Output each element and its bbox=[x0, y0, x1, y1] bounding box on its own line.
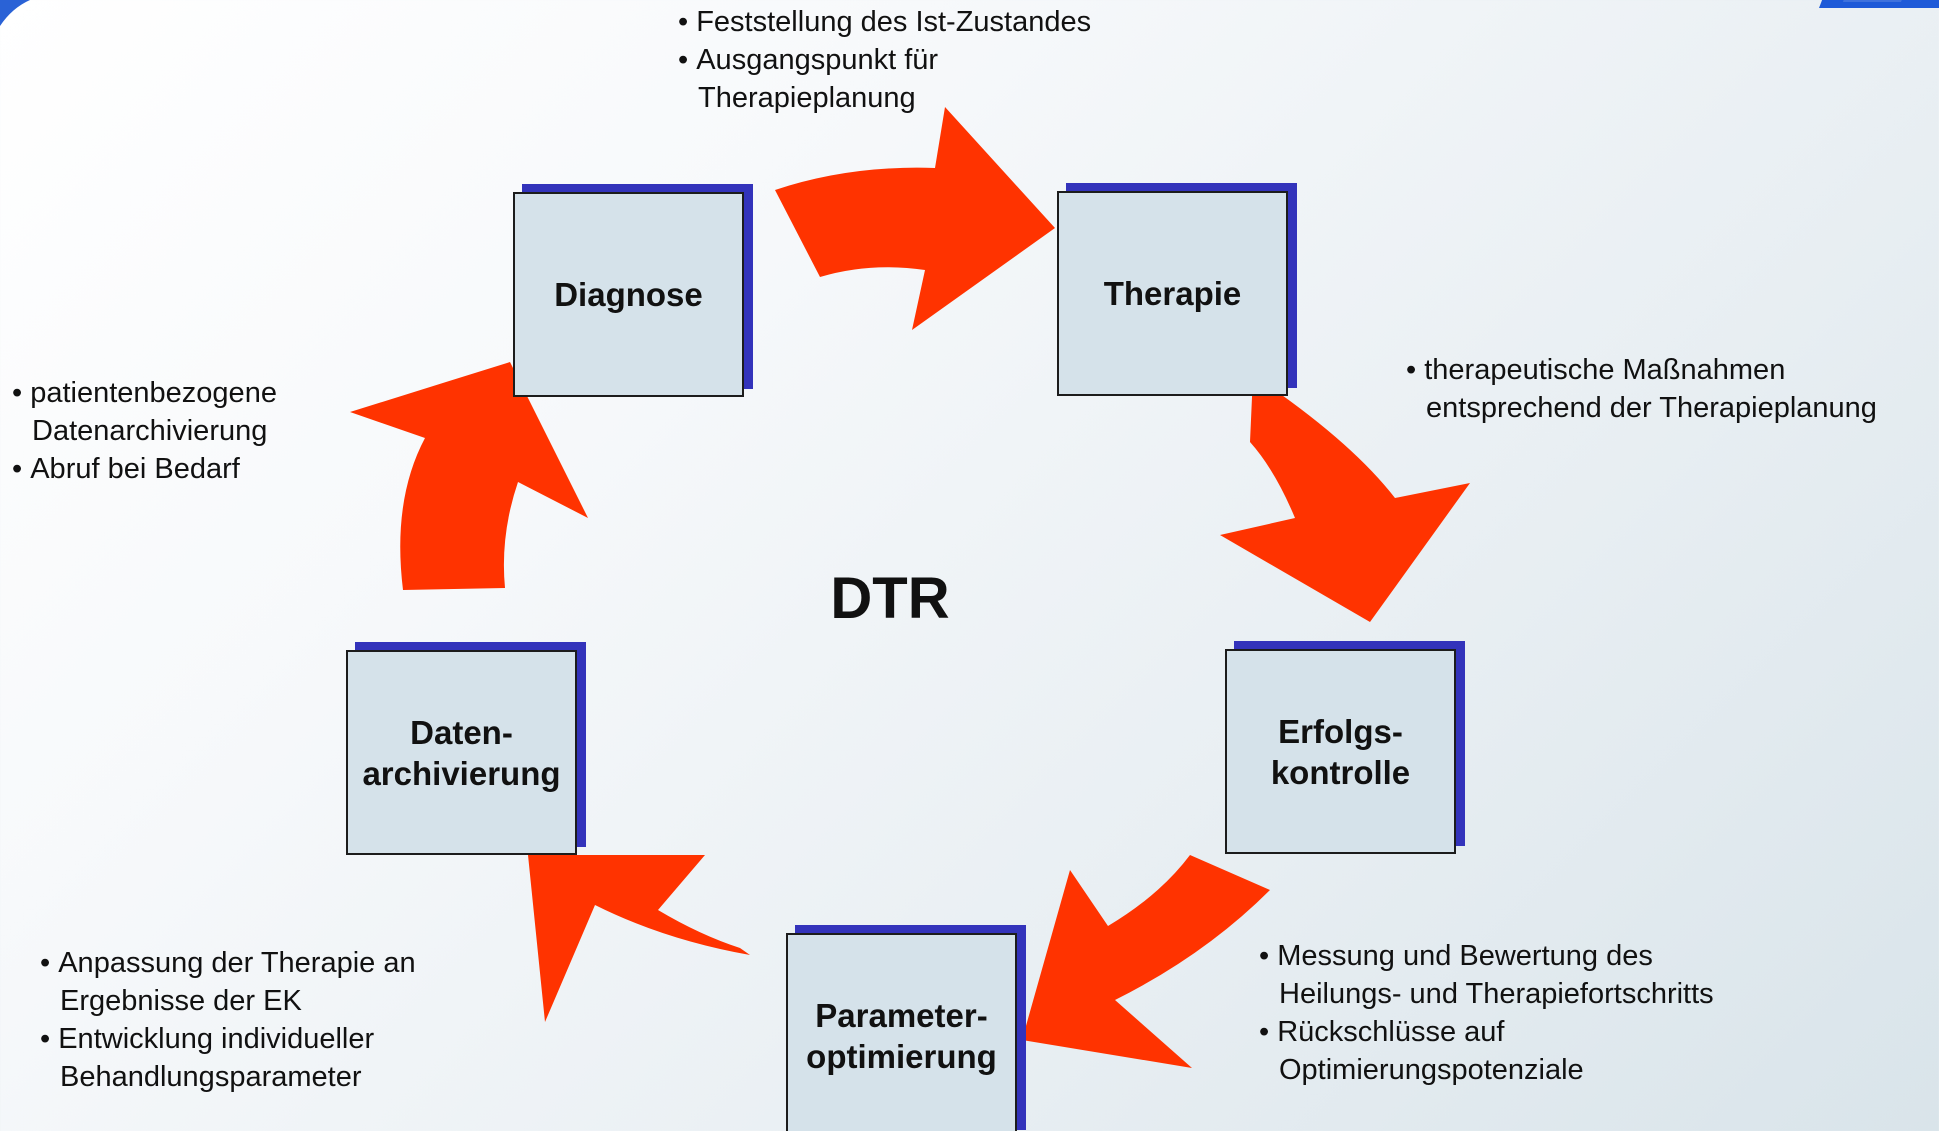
note-parameteroptimierung-to-datenarchivierung: Anpassung der Therapie an Ergebnisse der… bbox=[40, 944, 510, 1096]
logo-fragment-left bbox=[0, 0, 40, 30]
step-box-diagnose: Diagnose bbox=[513, 192, 744, 397]
step-label-therapie: Therapie bbox=[1103, 275, 1242, 312]
center-label: DTR bbox=[830, 566, 950, 631]
step-box-parameteroptimierung: Parameter- optimierung bbox=[786, 933, 1017, 1131]
note-item: Messung und Bewertung des Heilungs- und … bbox=[1259, 937, 1779, 1013]
note-item: Anpassung der Therapie an Ergebnisse der… bbox=[40, 944, 510, 1020]
note-item: patientenbezogene Datenarchivierung bbox=[12, 374, 352, 450]
note-erfolgskontrolle-to-parameteroptimierung: Messung und Bewertung des Heilungs- und … bbox=[1259, 937, 1779, 1089]
step-label-erfolgskontrolle: Erfolgs- kontrolle bbox=[1270, 712, 1411, 791]
step-box-therapie: Therapie bbox=[1057, 191, 1288, 396]
note-item: Ausgangspunkt für Therapieplanung bbox=[678, 41, 1148, 117]
note-therapie-to-erfolgskontrolle: therapeutische Maßnahmen entsprechend de… bbox=[1406, 351, 1936, 427]
step-label-diagnose: Diagnose bbox=[554, 276, 703, 313]
arrow-datenarchivierung-to-diagnose bbox=[350, 362, 588, 590]
note-item: Feststellung des Ist-Zustandes bbox=[678, 3, 1148, 41]
step-label-parameteroptimierung: Parameter- optimierung bbox=[806, 996, 997, 1075]
arrow-therapie-to-erfolgskontrolle bbox=[1220, 375, 1470, 622]
step-box-datenarchivierung: Daten- archivierung bbox=[346, 650, 577, 855]
arrow-diagnose-to-therapie bbox=[775, 107, 1055, 330]
arrow-erfolgskontrolle-to-parameteroptimierung bbox=[1022, 855, 1270, 1068]
logo-fragment-right bbox=[1789, 0, 1939, 22]
note-item: therapeutische Maßnahmen entsprechend de… bbox=[1406, 351, 1936, 427]
step-label-datenarchivierung: Daten- archivierung bbox=[362, 713, 561, 792]
note-item: Entwicklung individueller Behandlungspar… bbox=[40, 1020, 510, 1096]
step-box-erfolgskontrolle: Erfolgs- kontrolle bbox=[1225, 649, 1456, 854]
note-diagnose-to-therapie: Feststellung des Ist-Zustandes Ausgangsp… bbox=[678, 3, 1148, 117]
note-item: Rückschlüsse auf Optimierungspotenziale bbox=[1259, 1013, 1779, 1089]
arrow-parameteroptimierung-to-datenarchivierung bbox=[528, 855, 750, 1022]
note-item: Abruf bei Bedarf bbox=[12, 450, 352, 488]
note-datenarchivierung-to-diagnose: patientenbezogene Datenarchivierung Abru… bbox=[12, 374, 352, 488]
